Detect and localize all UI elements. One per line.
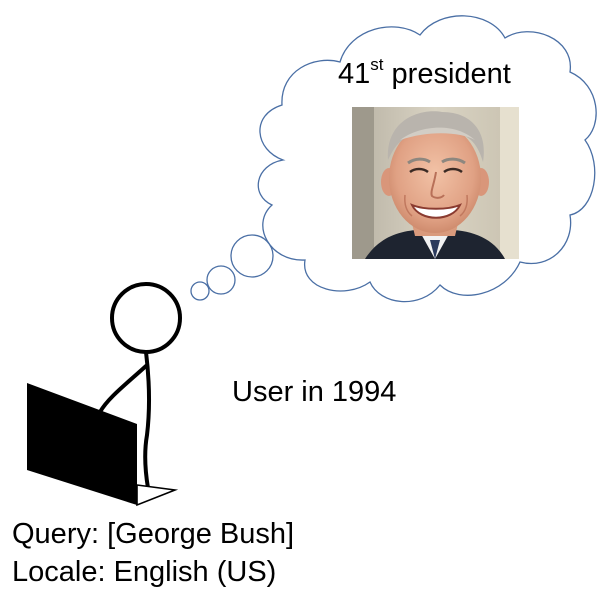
stick-figure-head — [110, 282, 182, 354]
ordinal-number: 41 — [338, 58, 371, 90]
thought-cloud-title: 41st president — [338, 55, 511, 90]
title-rest: president — [383, 58, 511, 90]
portrait-photo — [352, 107, 519, 259]
locale-text: Locale: English (US) — [12, 556, 277, 588]
thought-bubble-small — [190, 234, 274, 301]
ordinal-suffix: st — [370, 55, 384, 74]
laptop-icon — [27, 383, 179, 507]
stick-figure-arm — [98, 364, 148, 414]
stick-figure-body — [143, 350, 152, 490]
query-text: Query: [George Bush] — [12, 518, 295, 550]
user-caption: User in 1994 — [232, 376, 397, 408]
stick-figure — [98, 282, 182, 490]
